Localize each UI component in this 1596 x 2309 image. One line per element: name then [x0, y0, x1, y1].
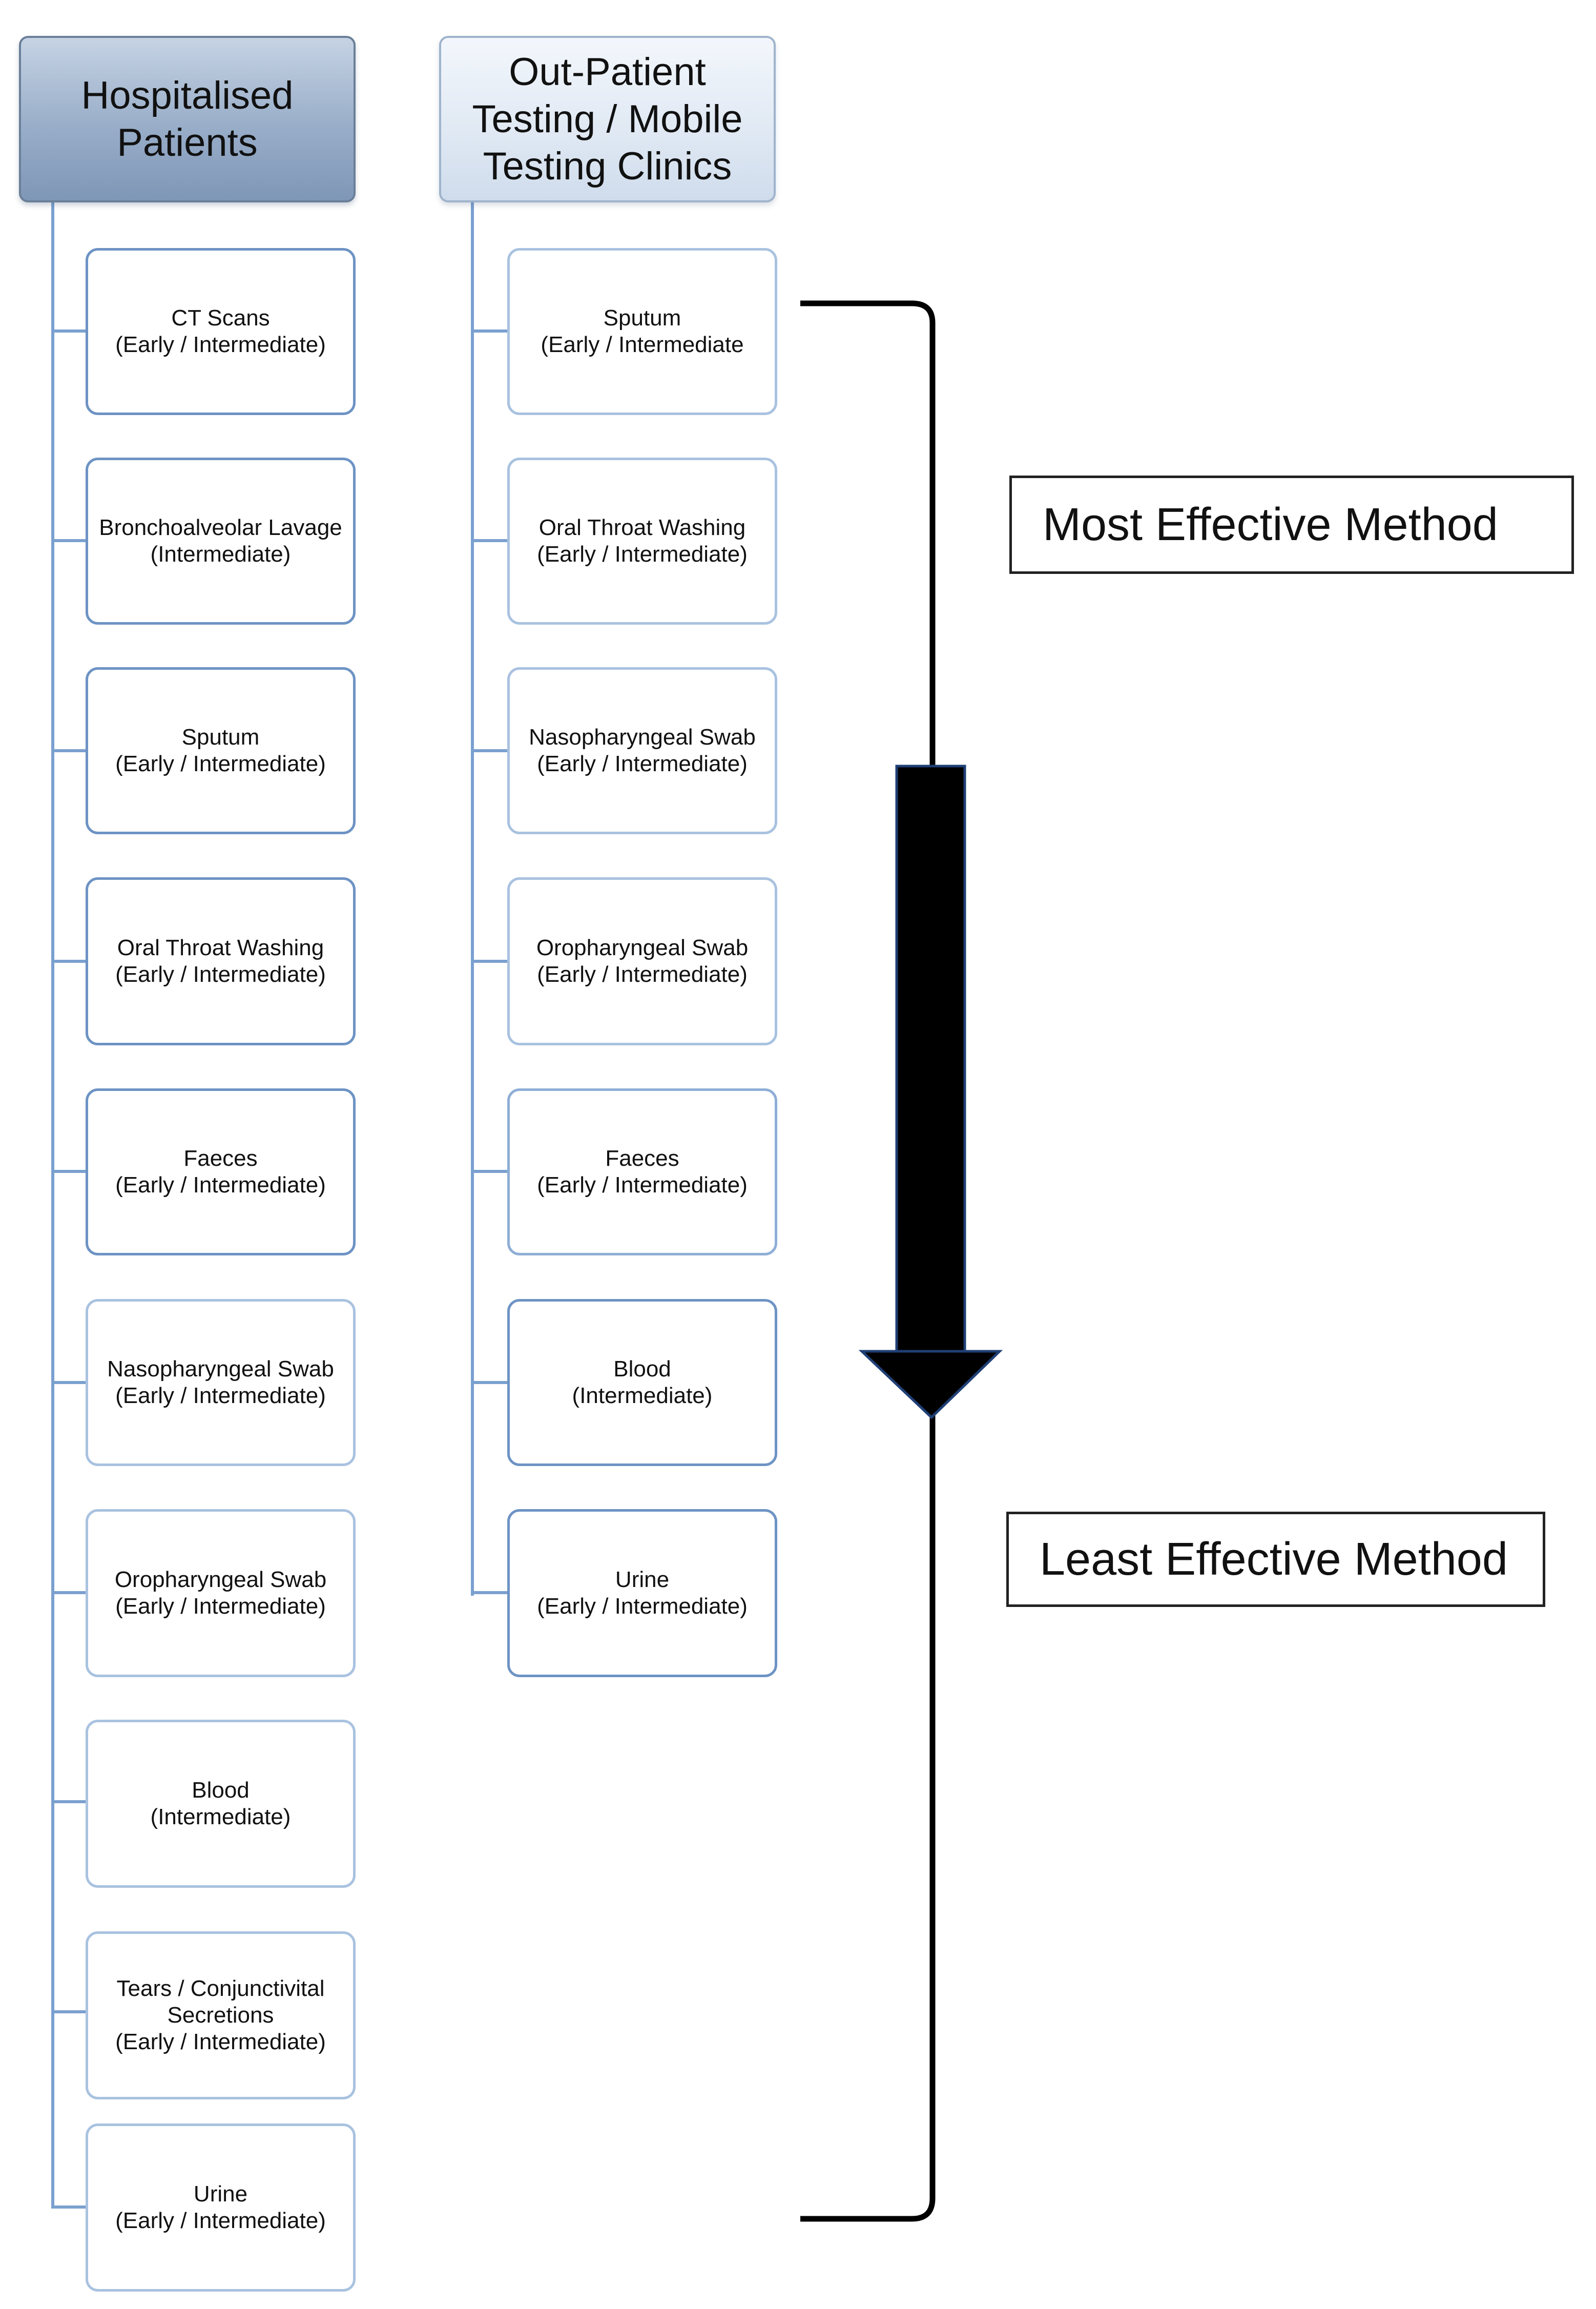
- effectiveness-arrow-head: [858, 1350, 1003, 1419]
- hospitalised-branch-line: [51, 329, 86, 333]
- hospitalised-branch-line: [51, 1381, 86, 1384]
- outpatient-trunk-line: [471, 202, 474, 1596]
- hospitalised-method-ct-scans: CT Scans (Early / Intermediate): [86, 248, 356, 415]
- outpatient-method-blood: Blood (Intermediate): [507, 1299, 777, 1466]
- hospitalised-branch-line: [51, 1800, 86, 1803]
- hospitalised-method-nasopharyngeal-swab: Nasopharyngeal Swab (Early / Intermediat…: [86, 1299, 356, 1466]
- outpatient-method-oropharyngeal-swab: Oropharyngeal Swab (Early / Intermediate…: [507, 877, 777, 1045]
- outpatient-branch-line: [471, 1381, 508, 1384]
- outpatient-branch-line: [471, 749, 508, 752]
- outpatient-method-nasopharyngeal-swab: Nasopharyngeal Swab (Early / Intermediat…: [507, 667, 777, 834]
- hospitalised-method-oropharyngeal-swab: Oropharyngeal Swab (Early / Intermediate…: [86, 1509, 356, 1677]
- effectiveness-arrow-shaft: [895, 765, 966, 1353]
- outpatient-header: Out-Patient Testing / Mobile Testing Cli…: [439, 36, 776, 202]
- outpatient-branch-line: [471, 329, 508, 333]
- most-effective-label: Most Effective Method: [1009, 476, 1574, 574]
- outpatient-method-urine: Urine (Early / Intermediate): [507, 1509, 777, 1677]
- hospitalised-branch-line: [51, 960, 86, 963]
- hospitalised-method-tears: Tears / Conjunctivital Secretions (Early…: [86, 1931, 356, 2099]
- outpatient-branch-line: [471, 1170, 508, 1173]
- hospitalised-branch-line: [51, 749, 86, 752]
- hospitalised-branch-line: [51, 2010, 86, 2013]
- outpatient-branch-line: [471, 539, 508, 542]
- hospitalised-method-blood: Blood (Intermediate): [86, 1720, 356, 1888]
- outpatient-method-oral-throat-washing: Oral Throat Washing (Early / Intermediat…: [507, 458, 777, 625]
- outpatient-method-sputum: Sputum (Early / Intermediate: [507, 248, 777, 415]
- hospitalised-method-sputum: Sputum (Early / Intermediate): [86, 667, 356, 834]
- hospitalised-trunk-line: [51, 202, 54, 2209]
- hospitalised-method-faeces: Faeces (Early / Intermediate): [86, 1088, 356, 1255]
- outpatient-branch-line: [471, 960, 508, 963]
- hospitalised-branch-line: [51, 539, 86, 542]
- hospitalised-method-oral-throat-washing: Oral Throat Washing (Early / Intermediat…: [86, 877, 356, 1045]
- hospitalised-branch-line: [51, 1591, 86, 1594]
- hospitalised-branch-line: [51, 1170, 86, 1173]
- least-effective-label: Least Effective Method: [1006, 1512, 1545, 1607]
- hospitalised-header: Hospitalised Patients: [19, 36, 356, 202]
- outpatient-method-faeces: Faeces (Early / Intermediate): [507, 1088, 777, 1255]
- hospitalised-method-bronchoalveolar-lavage: Bronchoalveolar Lavage (Intermediate): [86, 458, 356, 625]
- outpatient-branch-line: [471, 1591, 508, 1594]
- hospitalised-method-urine: Urine (Early / Intermediate): [86, 2124, 356, 2292]
- hospitalised-branch-line: [51, 2205, 86, 2209]
